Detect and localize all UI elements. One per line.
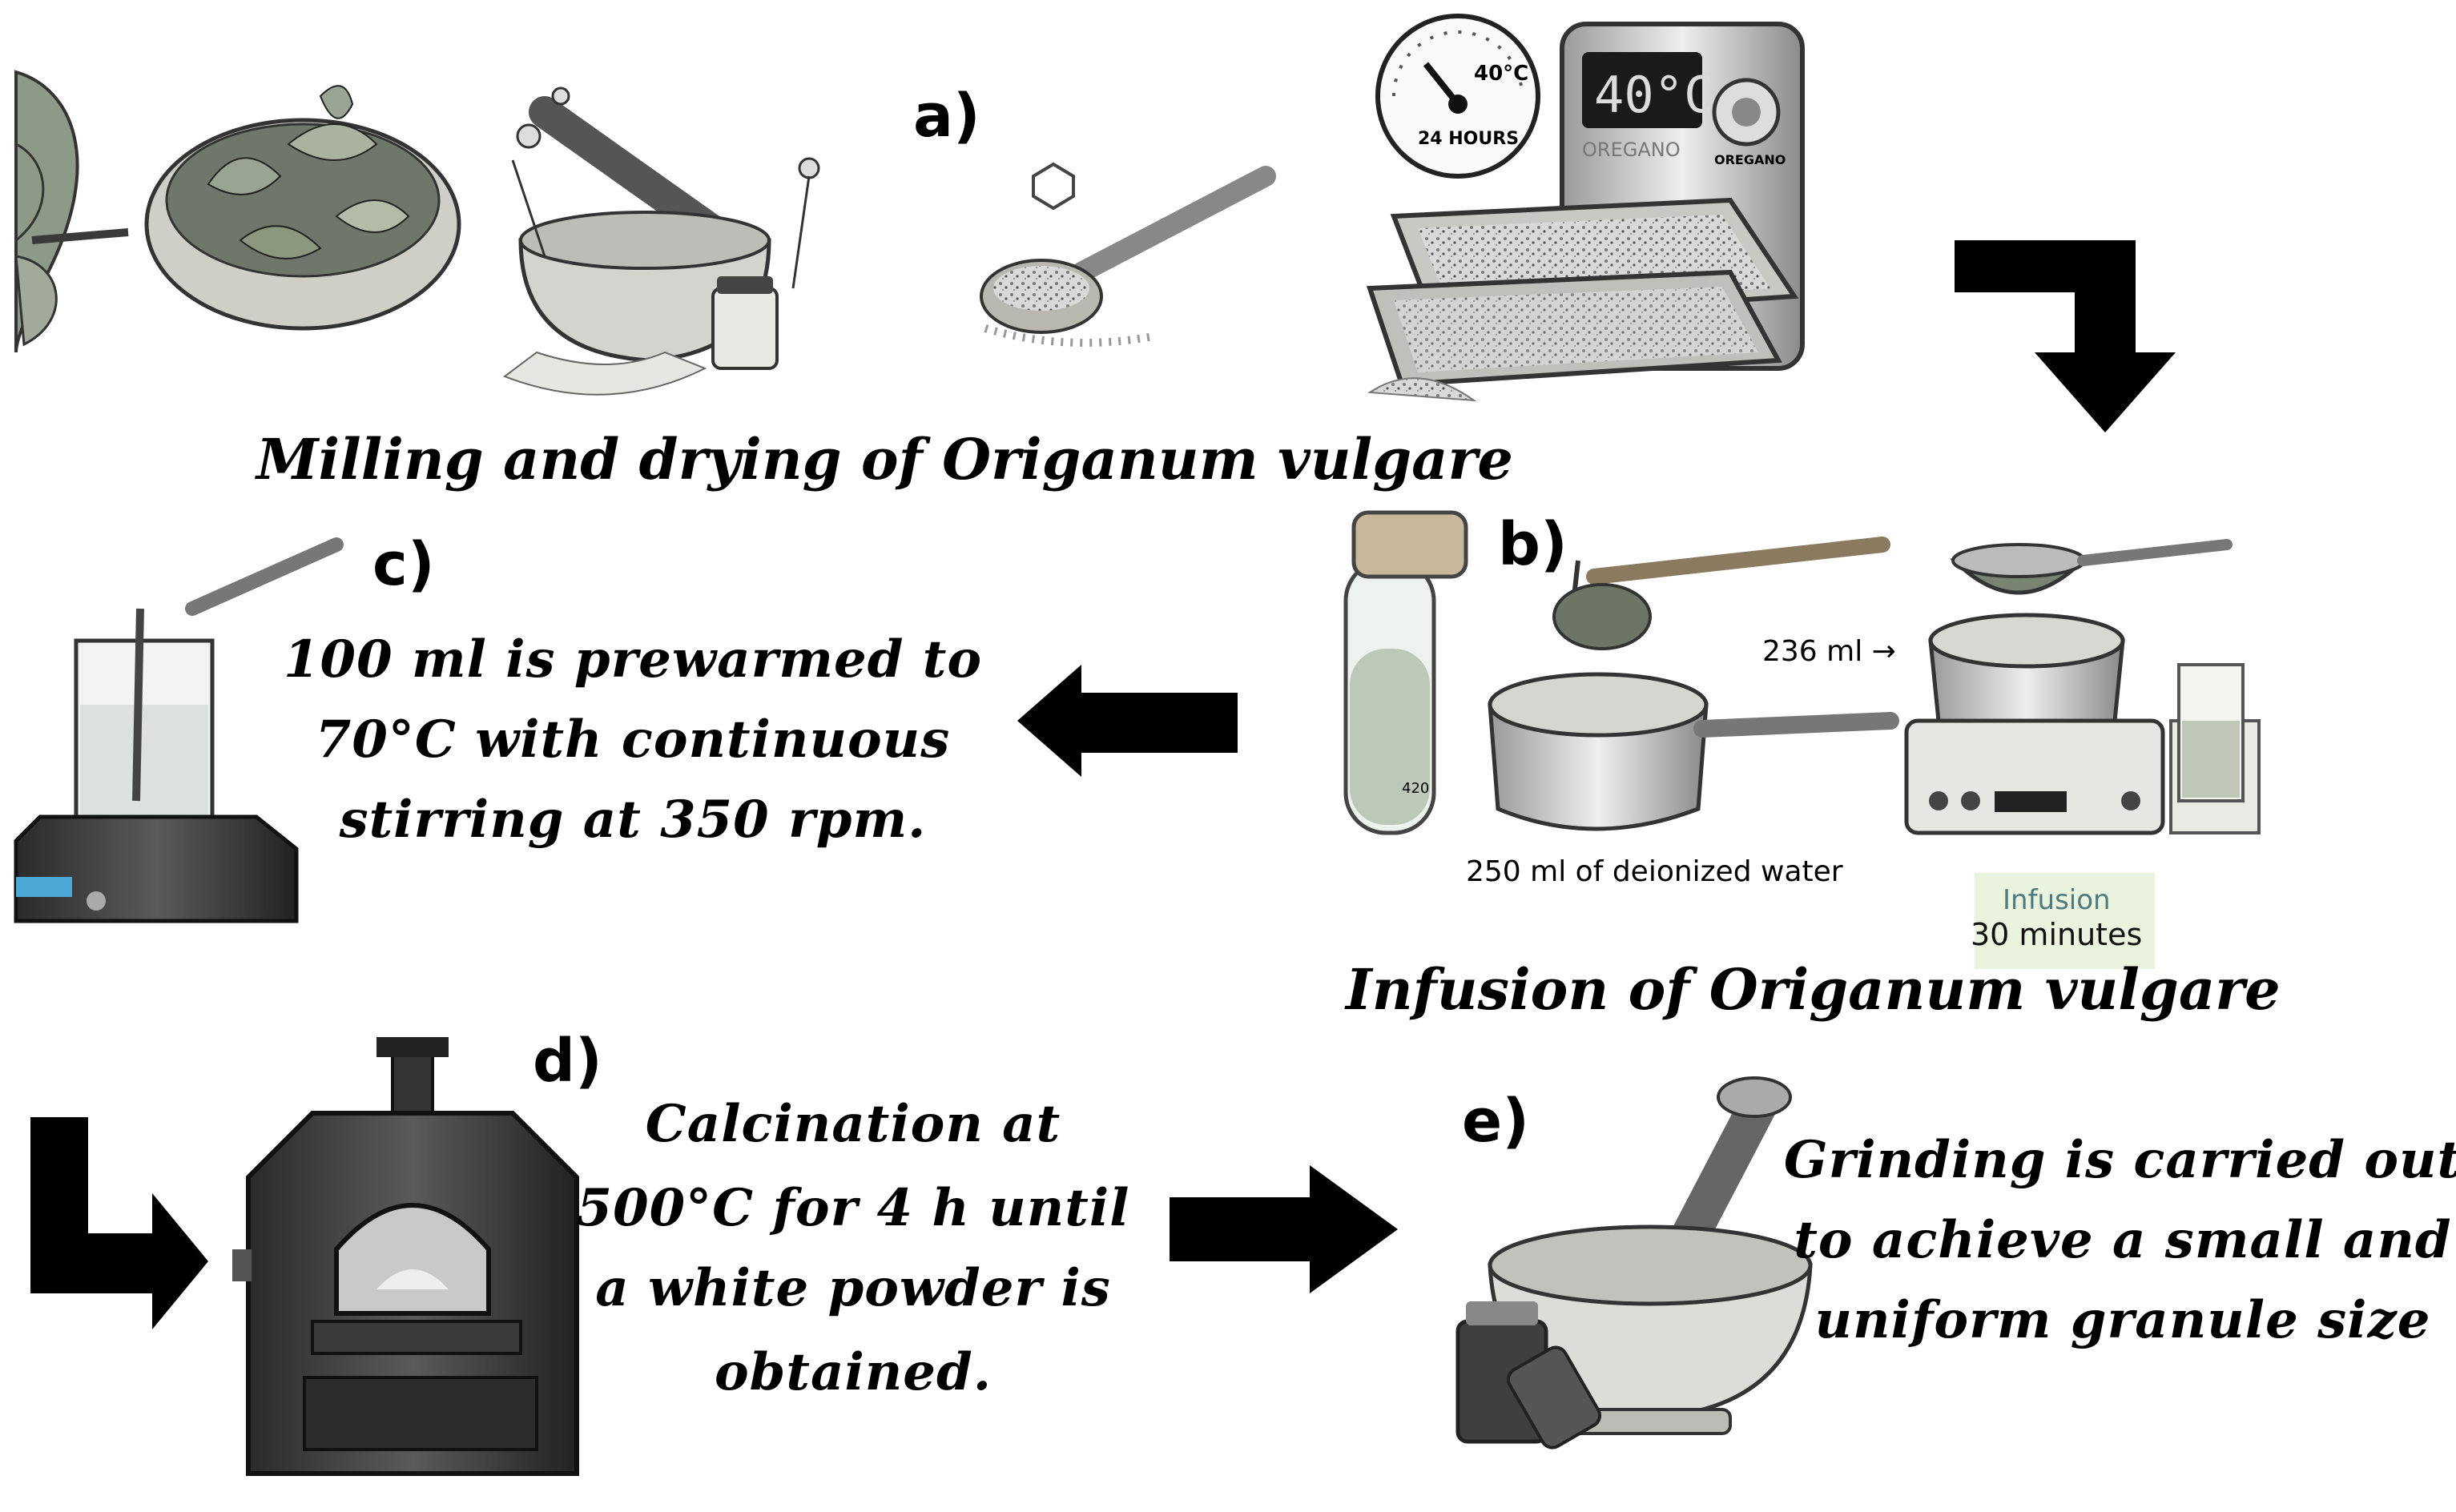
svg-text:420: 420 (1402, 780, 1429, 797)
spoon-icon (980, 162, 1276, 347)
step-c-line-2: 70°C with continuous (316, 710, 950, 770)
step-d-label: d) (533, 1027, 602, 1096)
food-dryer-icon: 40°C 24 HOURS 40°C OREGANO OREGANO (1366, 14, 1805, 402)
step-e-line-1: Grinding is carried out (1784, 1130, 2456, 1190)
svg-text:OREGANO: OREGANO (1714, 152, 1786, 167)
hot-plate-icon (1904, 613, 2261, 835)
furnace-icon (232, 1037, 579, 1476)
step-d-line-4: obtained. (715, 1342, 992, 1402)
step-e-line-3: uniform granule size (1814, 1290, 2430, 1350)
grinding-mortar-icon (1455, 1076, 1813, 1450)
turn-down-arrow (1955, 240, 2176, 432)
step-e-label: e) (1462, 1087, 1529, 1156)
saucepan-icon (1488, 537, 1899, 831)
water-note: 250 ml of deionized water (1466, 855, 1843, 888)
svg-text:OREGANO: OREGANO (1582, 139, 1681, 161)
leaf-bowl-icon (144, 85, 461, 331)
step-a-caption: Milling and drying of Origanum vulgare (255, 426, 1513, 493)
svg-text:24 HOURS: 24 HOURS (1418, 129, 1519, 149)
step-b-caption: Infusion of Origanum vulgare (1344, 956, 2281, 1023)
test-tube-icon: 420 (1343, 510, 1468, 835)
svg-text:30 minutes: 30 minutes (1971, 917, 2142, 952)
step-c-label: c) (372, 530, 435, 599)
leaf-icon (14, 70, 129, 353)
strainer-icon (1949, 539, 2233, 595)
step-e-line-2: to achieve a small and (1794, 1210, 2451, 1270)
mortar-pestle-icon (502, 86, 820, 396)
step-d-line-2: 500°C for 4 h until (577, 1178, 1130, 1238)
infusion-card: Infusion 30 minutes (1971, 873, 2155, 969)
volume-arrow-text: 236 ml → (1762, 635, 1896, 668)
svg-text:Infusion: Infusion (2003, 884, 2111, 916)
step-d-line-3: a white powder is (595, 1258, 1111, 1318)
step-d-line-1: Calcination at (646, 1094, 1061, 1154)
beaker-stirrer-icon (14, 537, 344, 923)
l-shaped-arrow (30, 1117, 208, 1329)
step-b-label: b) (1498, 510, 1568, 579)
right-arrow (1170, 1165, 1398, 1293)
left-arrow (1017, 665, 1238, 777)
svg-text:40°C: 40°C (1474, 62, 1528, 86)
step-c-line-3: stirring at 350 rpm. (339, 790, 927, 850)
svg-text:40°C: 40°C (1594, 66, 1713, 124)
step-a-label: a) (913, 82, 980, 151)
step-c-line-1: 100 ml is prewarmed to (284, 629, 982, 690)
